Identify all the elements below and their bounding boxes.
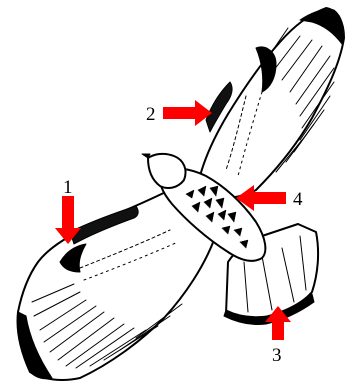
- callout-3-number: 3: [272, 345, 282, 366]
- callout-2-number: 2: [146, 104, 156, 125]
- callout-2: 2: [146, 100, 212, 126]
- callout-4-number: 4: [293, 189, 303, 210]
- callout-1-number: 1: [63, 177, 73, 198]
- callout-2-arrow: [163, 100, 212, 126]
- beak: [142, 154, 150, 158]
- head: [148, 154, 186, 188]
